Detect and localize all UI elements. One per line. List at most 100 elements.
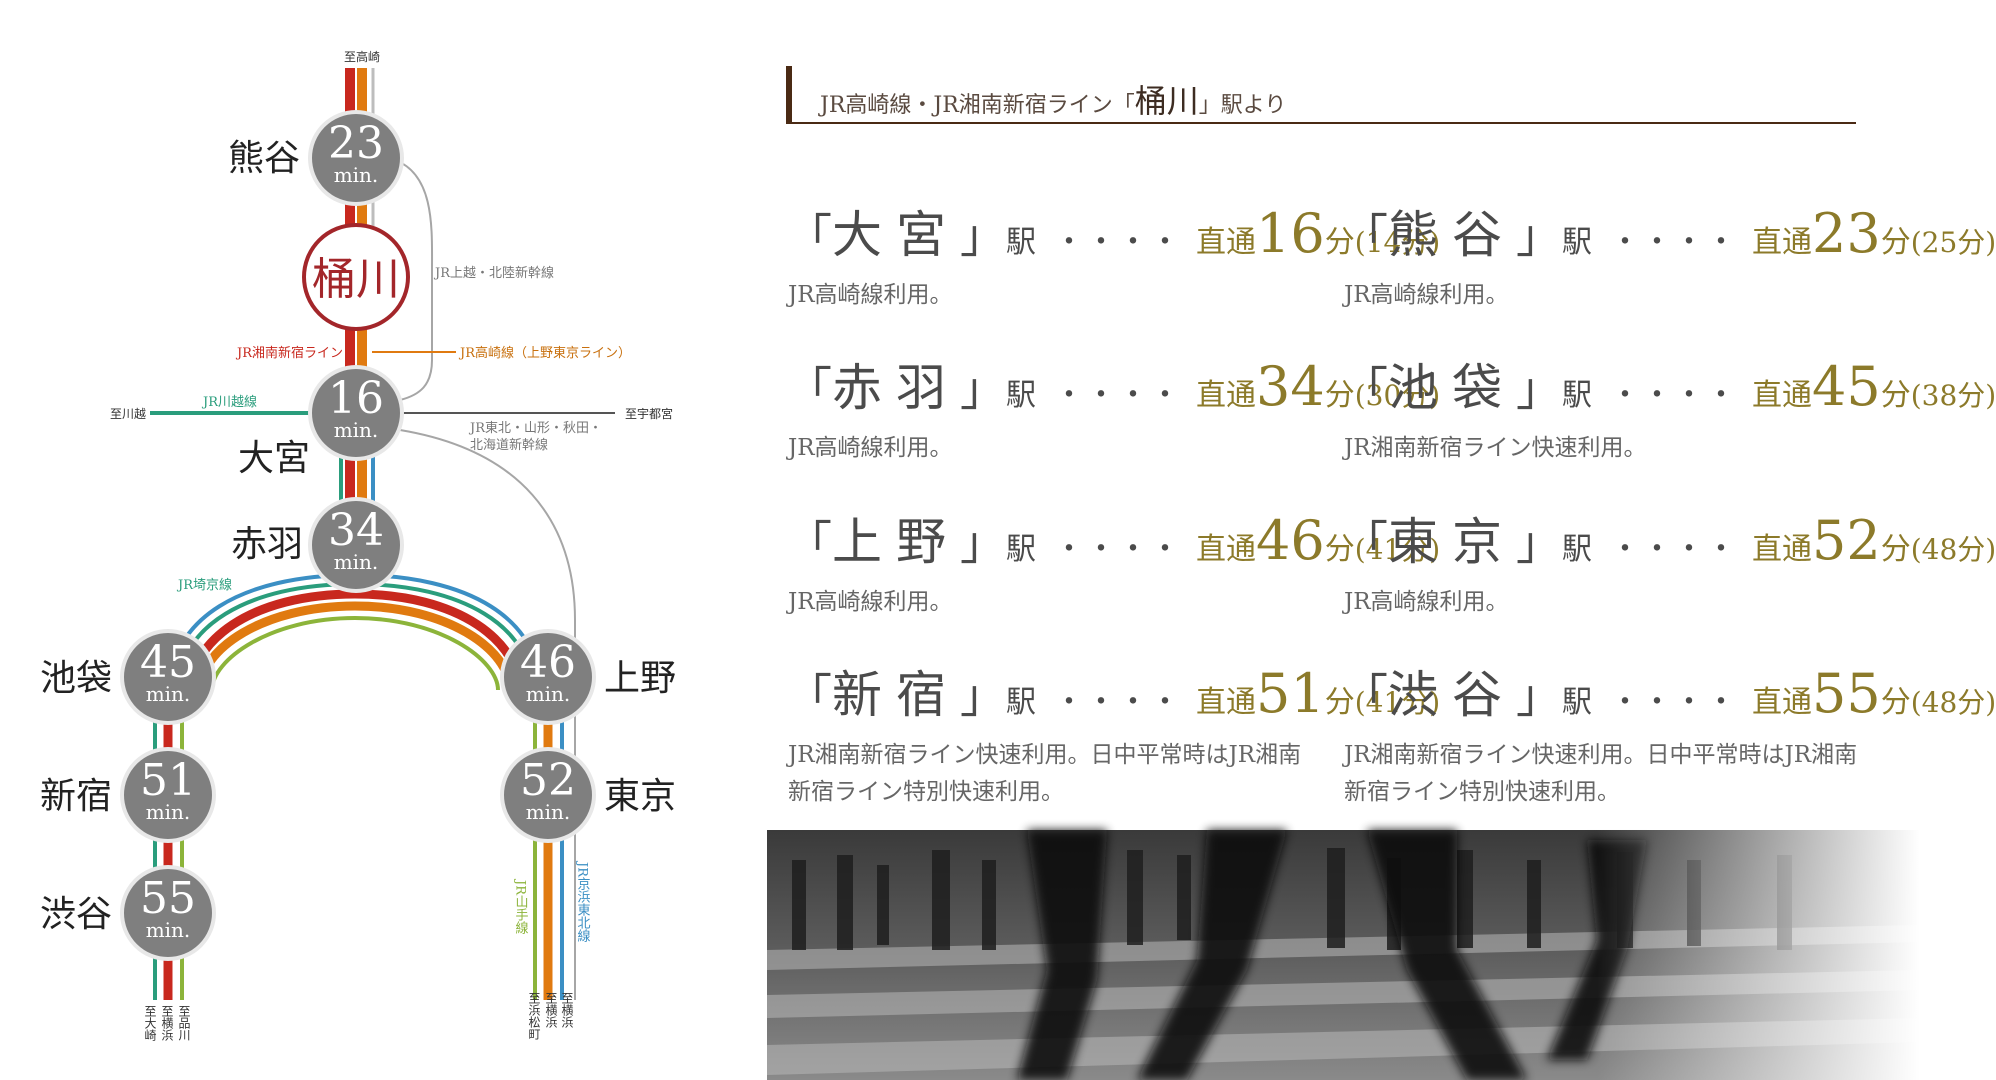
label-to-utsunomiya: 至宇都宮: [625, 406, 673, 421]
station-shibuya: 55 min.: [120, 865, 216, 961]
entry-minutes: 45: [1812, 355, 1881, 418]
entry-4: 「上野」駅・・・・直通46分(41分) JR高崎線利用。: [786, 502, 1440, 632]
entry-station: 渋谷: [1388, 666, 1516, 724]
name-kumagaya: 熊谷: [228, 138, 300, 179]
label-tohoku-2: 北海道新幹線: [470, 437, 548, 453]
entry-3: 「池袋」駅・・・・直通45分(38分) JR湘南新宿ライン快速利用。: [1342, 348, 1996, 478]
name-omiya: 大宮: [238, 438, 310, 479]
entry-line: 「東京」駅・・・・直通52分(48分): [1342, 509, 1996, 572]
label-shonan: JR湘南新宿ライン: [235, 345, 343, 361]
svg-text:51: 51: [140, 755, 196, 806]
svg-text:55: 55: [140, 873, 196, 924]
label-kawagoe-line: JR川越線: [201, 394, 257, 410]
entry-alt-minutes: (48分): [1910, 686, 1996, 719]
entry-station: 赤羽: [832, 359, 960, 417]
station-akabane: 34 min.: [308, 497, 404, 593]
entry-minutes: 51: [1256, 662, 1325, 725]
svg-text:45: 45: [140, 637, 196, 688]
name-shinjuku: 新宿: [40, 776, 112, 817]
svg-text:52: 52: [520, 755, 576, 806]
entry-line: 「池袋」駅・・・・直通45分(38分): [1342, 355, 1996, 418]
entry-line: 「赤羽」駅・・・・直通34分(30分): [786, 355, 1441, 418]
entry-line: 「渋谷」駅・・・・直通55分(48分): [1342, 662, 1996, 725]
entry-alt-minutes: (41分): [1354, 533, 1441, 566]
station-ueno: 46 min.: [500, 629, 596, 725]
label-to-yokohama-right-1: 至横浜: [544, 992, 558, 1028]
entry-minutes: 16: [1256, 202, 1325, 265]
station-omiya: 16 min.: [308, 365, 404, 461]
entry-6: 「新宿」駅・・・・直通51分(41分) JR湘南新宿ライン快速利用。日中平常時はJ…: [786, 655, 1440, 805]
label-tohoku-1: JR東北・山形・秋田・: [468, 420, 602, 436]
entry-line: 「上野」駅・・・・直通46分(41分): [786, 509, 1441, 572]
entry-line: 「大宮」駅・・・・直通16分(14分): [786, 202, 1441, 265]
entry-5: 「東京」駅・・・・直通52分(48分)JR高崎線利用。: [1342, 502, 1996, 632]
name-ueno: 上野: [604, 658, 676, 699]
entry-alt-minutes: (48分): [1910, 533, 1996, 566]
minutes-kumagaya: 23: [328, 118, 384, 169]
entry-station: 上野: [832, 513, 960, 571]
okegawa-label: 桶川: [312, 254, 400, 305]
entry-0: 「大宮」駅・・・・直通16分(14分) JR高崎線利用。: [786, 195, 1440, 325]
entry-note: JR湘南新宿ライン快速利用。: [1344, 435, 1647, 461]
entry-2: 「赤羽」駅・・・・直通34分(30分) JR高崎線利用。: [786, 348, 1440, 478]
entry-alt-minutes: (38分): [1910, 379, 1996, 412]
label-to-kawagoe: 至川越: [110, 407, 146, 421]
station-ikebukuro: 45 min.: [120, 629, 216, 725]
entry-station: 大宮: [832, 206, 960, 264]
entry-note: JR湘南新宿ライン快速利用。日中平常時はJR湘南新宿ライン特別快速利用。: [788, 742, 1302, 805]
entry-alt-minutes: (41分): [1354, 686, 1441, 719]
entry-alt-minutes: (14分): [1354, 226, 1441, 259]
svg-text:46: 46: [520, 637, 576, 688]
entry-alt-minutes: (25分): [1910, 226, 1996, 259]
entry-minutes: 52: [1812, 509, 1881, 572]
label-to-osaki: 至大崎: [143, 1005, 157, 1041]
entry-station: 新宿: [832, 666, 960, 724]
station-okegawa: 桶川: [302, 223, 410, 331]
entry-line: 「新宿」駅・・・・直通51分(41分): [786, 662, 1441, 725]
label-to-yokohama-right-2: 至横浜: [560, 992, 574, 1028]
tohoku-shinkansen-line: [399, 429, 576, 1000]
entry-note: JR高崎線利用。: [1344, 282, 1509, 308]
right-branch-lines: [533, 690, 564, 1000]
route-map: 23 min. 桶川 16 min. 34 min. 45 min. 46 mi…: [40, 49, 676, 1041]
station-kumagaya: 23 min.: [308, 110, 404, 206]
svg-text:min.: min.: [146, 800, 191, 824]
label-joetsu: JR上越・北陸新幹線: [433, 265, 554, 281]
name-akabane: 赤羽: [231, 524, 303, 565]
label-to-takasaki: 至高崎: [344, 49, 380, 64]
label-to-hamamatsucho: 至浜松町: [527, 992, 541, 1040]
arch-lines: [168, 572, 542, 701]
entry-minutes: 23: [1812, 202, 1881, 265]
svg-text:min.: min.: [526, 800, 571, 824]
label-to-shinagawa: 至品川: [177, 1005, 191, 1041]
entry-alt-minutes: (30分): [1354, 379, 1441, 412]
entry-station: 熊谷: [1388, 206, 1516, 264]
label-keihin: JR京浜東北線: [575, 860, 591, 942]
entry-1: 「熊谷」駅・・・・直通23分(25分)JR高崎線利用。: [1342, 195, 1996, 325]
entry-minutes: 46: [1256, 509, 1325, 572]
entry-note: JR高崎線利用。: [788, 435, 953, 461]
label-to-yokohama-left: 至横浜: [160, 1005, 174, 1041]
station-tokyo: 52 min.: [500, 747, 596, 843]
label-yamanote: JR山手線: [513, 878, 529, 934]
crowd-photo: [767, 830, 1920, 1080]
svg-text:34: 34: [328, 505, 384, 556]
svg-text:min.: min.: [334, 550, 379, 574]
entry-note: JR湘南新宿ライン快速利用。日中平常時はJR湘南新宿ライン特別快速利用。: [1344, 742, 1858, 805]
svg-text:min.: min.: [526, 682, 571, 706]
label-takasaki-line: JR高崎線（上野東京ライン）: [458, 345, 631, 361]
header-station: 桶川: [1134, 82, 1199, 120]
entry-note: JR高崎線利用。: [788, 282, 953, 308]
header-text: JR高崎線・JR湘南新宿ライン「桶川」駅より: [820, 82, 1287, 120]
name-ikebukuro: 池袋: [40, 658, 112, 699]
svg-text:min.: min.: [146, 918, 191, 942]
entry-note: JR高崎線利用。: [788, 589, 953, 615]
joetsu-shinkansen-line: [394, 159, 434, 401]
entry-7: 「渋谷」駅・・・・直通55分(48分) JR湘南新宿ライン快速利用。日中平常時はJ…: [1342, 655, 1996, 805]
entry-minutes: 34: [1256, 355, 1325, 418]
station-shinjuku: 51 min.: [120, 747, 216, 843]
access-panel: JR高崎線・JR湘南新宿ライン「桶川」駅より 「大宮」駅・・・・直通16分(14…: [780, 0, 1996, 1080]
label-saikyo: JR埼京線: [176, 577, 232, 593]
svg-text:min.: min.: [334, 163, 379, 187]
svg-text:min.: min.: [334, 418, 379, 442]
